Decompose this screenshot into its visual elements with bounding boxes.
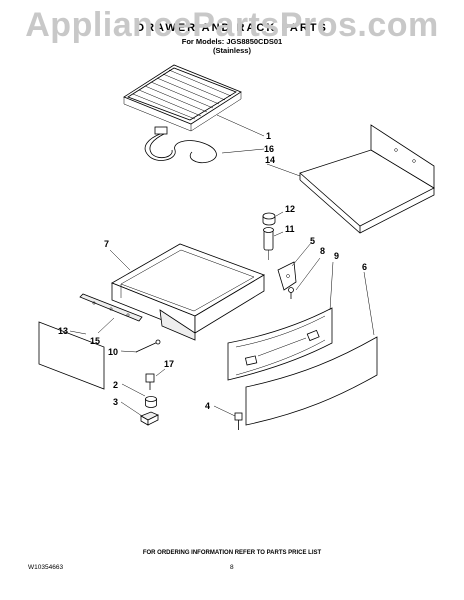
callout-14: 14 bbox=[265, 155, 275, 165]
callout-11: 11 bbox=[285, 224, 295, 234]
bake-element bbox=[144, 126, 217, 164]
callout-16: 16 bbox=[264, 144, 274, 154]
drawer-roller bbox=[263, 227, 274, 260]
callout-6: 6 bbox=[362, 262, 367, 272]
oven-rack bbox=[123, 64, 242, 132]
ordering-note: FOR ORDERING INFORMATION REFER TO PARTS … bbox=[142, 550, 322, 556]
callout-10: 10 bbox=[108, 347, 118, 357]
watermark-logo: AppliancePartsPros.com bbox=[25, 6, 439, 44]
drawer-pan bbox=[111, 243, 265, 341]
callout-2: 2 bbox=[113, 380, 118, 390]
felt-pad bbox=[140, 411, 159, 426]
bushing bbox=[262, 212, 276, 226]
slide-strip bbox=[79, 293, 143, 322]
screw-8 bbox=[288, 287, 294, 299]
drawer-front-panel bbox=[227, 307, 333, 381]
page-number: 8 bbox=[230, 564, 234, 571]
document-number: W10354663 bbox=[28, 564, 64, 571]
callout-13: 13 bbox=[58, 326, 68, 336]
glide bbox=[145, 396, 157, 408]
callout-7: 7 bbox=[104, 239, 109, 249]
screw-17 bbox=[145, 373, 155, 390]
drawer-back-panel bbox=[38, 321, 105, 390]
screw-4 bbox=[234, 412, 243, 430]
callout-12: 12 bbox=[285, 204, 295, 214]
models-line: For Models: JGS8850CDS01 bbox=[181, 37, 283, 46]
callout-4: 4 bbox=[205, 401, 210, 411]
drawer-support-rail bbox=[299, 124, 435, 234]
model-subtitle: For Models: JGS8850CDS01 (Stainless) bbox=[0, 37, 464, 55]
pin bbox=[135, 339, 161, 353]
callout-3: 3 bbox=[113, 397, 118, 407]
callout-17: 17 bbox=[164, 359, 174, 369]
callout-labels: 1 16 14 12 11 7 5 8 9 6 13 15 10 17 2 3 … bbox=[58, 131, 367, 411]
leader-lines bbox=[69, 114, 375, 417]
callout-15: 15 bbox=[90, 336, 100, 346]
diagram-title: DRAWER AND RACK PARTS bbox=[136, 22, 328, 34]
callout-9: 9 bbox=[334, 251, 339, 261]
outer-drawer-front bbox=[245, 336, 378, 426]
callout-5: 5 bbox=[310, 236, 315, 246]
variant-line: (Stainless) bbox=[213, 46, 251, 55]
drawer-bracket bbox=[277, 261, 297, 291]
callout-1: 1 bbox=[266, 131, 271, 141]
callout-8: 8 bbox=[320, 246, 325, 256]
